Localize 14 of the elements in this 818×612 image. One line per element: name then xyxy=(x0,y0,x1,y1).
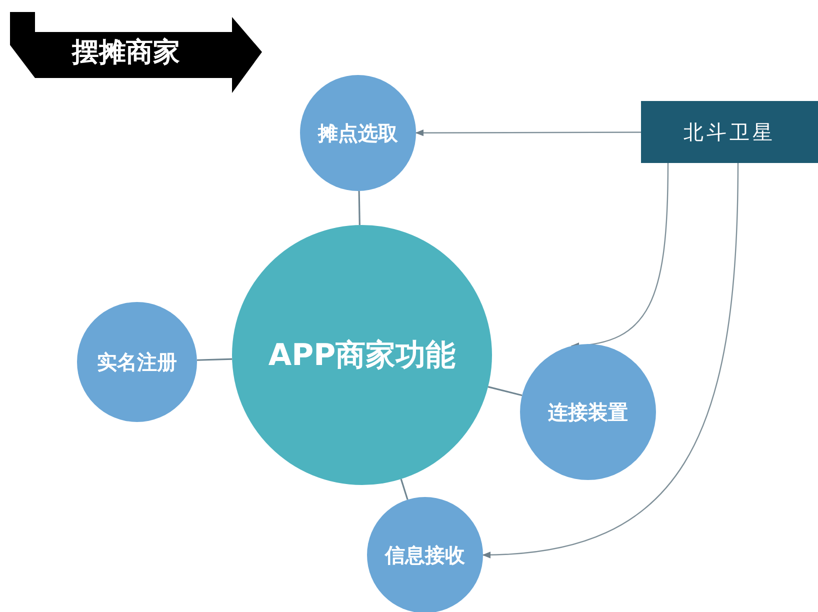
node-label: 北斗卫星 xyxy=(684,119,776,145)
arrow xyxy=(482,162,739,558)
connector-line xyxy=(358,190,360,226)
arrow xyxy=(415,129,641,136)
node-label: 连接装置 xyxy=(548,399,628,425)
source-box xyxy=(641,101,818,163)
node-label: 摊点选取 xyxy=(318,120,398,146)
node-label: 信息接收 xyxy=(385,542,465,568)
connector-line xyxy=(400,478,408,500)
banner-title: 摆摊商家 xyxy=(72,37,180,69)
node-label: 实名注册 xyxy=(97,349,177,375)
node-label: APP商家功能 xyxy=(268,336,456,374)
connector-line xyxy=(196,358,232,361)
connector-line xyxy=(488,386,522,396)
